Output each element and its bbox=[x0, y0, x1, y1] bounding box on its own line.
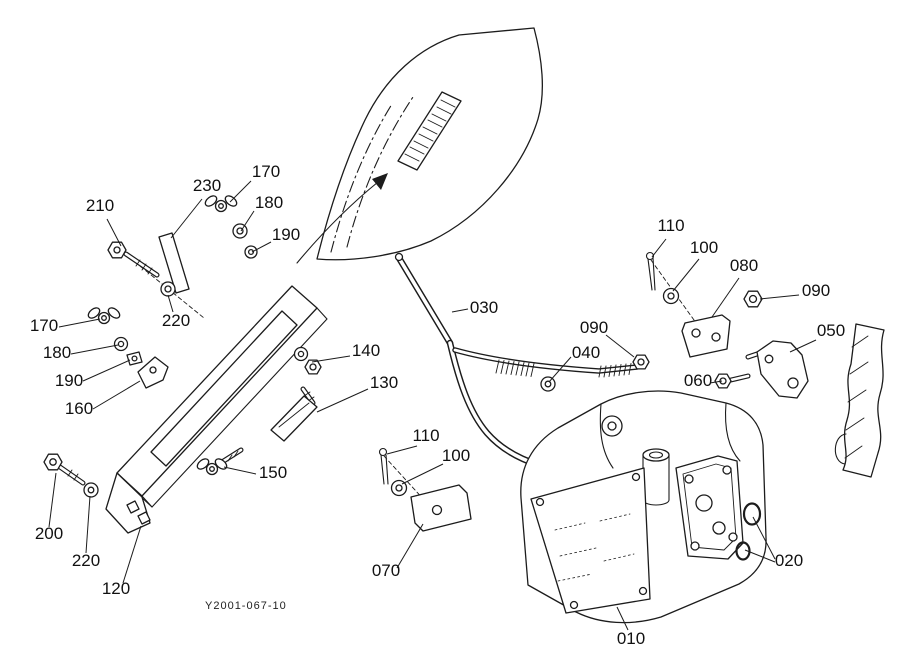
bracket-080 bbox=[681, 314, 731, 358]
nut-090-mid bbox=[632, 354, 650, 370]
callout-070: 070 bbox=[372, 561, 400, 580]
callout-220-bottom: 220 bbox=[72, 551, 100, 570]
callout-040: 040 bbox=[572, 343, 600, 362]
callout-190-top: 190 bbox=[272, 225, 300, 244]
washer-100-right bbox=[662, 287, 680, 305]
callout-170-top: 170 bbox=[252, 162, 280, 181]
callout-220-top: 220 bbox=[162, 311, 190, 330]
washer-190-top bbox=[244, 245, 258, 259]
body-panel-edge bbox=[834, 323, 885, 478]
stopper-bracket-160 bbox=[137, 356, 169, 389]
plate-130 bbox=[270, 395, 318, 442]
callout-020: 020 bbox=[775, 551, 803, 570]
arrow-head bbox=[372, 173, 388, 190]
bolt-060 bbox=[714, 373, 751, 389]
washer-220-bottom bbox=[83, 482, 99, 498]
callout-190-left: 190 bbox=[55, 371, 83, 390]
wing-nut-170-top bbox=[204, 195, 238, 213]
washer-bolt-140 bbox=[293, 346, 322, 375]
callout-140: 140 bbox=[352, 341, 380, 360]
washer-180-top bbox=[232, 223, 248, 239]
callout-110-left: 110 bbox=[412, 426, 439, 445]
callout-labels: 210 230 170 180 190 220 170 180 190 160 … bbox=[30, 162, 845, 648]
guide-slot bbox=[150, 310, 298, 467]
bolt-210 bbox=[107, 241, 160, 278]
callout-010: 010 bbox=[617, 629, 645, 648]
callout-230: 230 bbox=[193, 176, 221, 195]
callout-030: 030 bbox=[470, 298, 498, 317]
cotter-pin-110-left bbox=[378, 447, 389, 485]
nut-090-right bbox=[743, 290, 763, 308]
wing-nut-170-left bbox=[87, 307, 121, 325]
callout-130: 130 bbox=[370, 373, 398, 392]
leader-lines bbox=[48, 180, 817, 631]
callout-100-left: 100 bbox=[442, 446, 470, 465]
bell-crank-lever bbox=[446, 339, 543, 469]
strip-plate-230 bbox=[158, 232, 190, 294]
callout-050: 050 bbox=[817, 321, 845, 340]
transmission-case-010 bbox=[520, 390, 767, 624]
drawing-code: Y2001-067-10 bbox=[205, 600, 287, 612]
side-flange bbox=[675, 455, 744, 560]
callout-200: 200 bbox=[35, 524, 63, 543]
callout-060: 060 bbox=[684, 371, 712, 390]
bolt-200 bbox=[43, 453, 86, 486]
front-cover bbox=[530, 467, 651, 614]
washer-100-left bbox=[390, 479, 408, 497]
callout-170-left: 170 bbox=[30, 316, 58, 335]
panel-hatching bbox=[844, 335, 869, 459]
washer-220-top bbox=[160, 281, 176, 297]
callout-090-mid: 090 bbox=[580, 318, 608, 337]
o-rings-020 bbox=[735, 502, 762, 561]
belt-cover-panel bbox=[296, 27, 544, 264]
slot-hatching bbox=[404, 99, 456, 162]
washer-180-left bbox=[113, 336, 129, 352]
quadrant-guide-plate bbox=[105, 285, 328, 534]
callout-100-right: 100 bbox=[690, 238, 718, 257]
rotation-arrow bbox=[296, 181, 379, 264]
callout-080: 080 bbox=[730, 256, 758, 275]
spring-coil bbox=[495, 359, 535, 377]
callout-110-right: 110 bbox=[657, 216, 684, 235]
callout-120: 120 bbox=[102, 579, 130, 598]
washer-040 bbox=[540, 376, 556, 392]
callout-210: 210 bbox=[86, 196, 114, 215]
bracket-070 bbox=[410, 484, 472, 532]
link-rod bbox=[452, 347, 640, 378]
callout-090-right: 090 bbox=[802, 281, 830, 300]
callout-150: 150 bbox=[259, 463, 287, 482]
cover-texture bbox=[554, 513, 635, 582]
callout-180-top: 180 bbox=[255, 193, 283, 212]
lever-050 bbox=[745, 340, 809, 399]
callout-160: 160 bbox=[65, 399, 93, 418]
shift-rod-030 bbox=[394, 252, 454, 347]
threaded-end bbox=[598, 363, 632, 378]
cotter-pin-110-right bbox=[645, 251, 656, 291]
plate-washer-190-left bbox=[126, 351, 143, 366]
callout-180-left: 180 bbox=[43, 343, 71, 362]
stud-bolt-130 bbox=[300, 386, 316, 406]
wing-bolt-150 bbox=[196, 447, 244, 476]
